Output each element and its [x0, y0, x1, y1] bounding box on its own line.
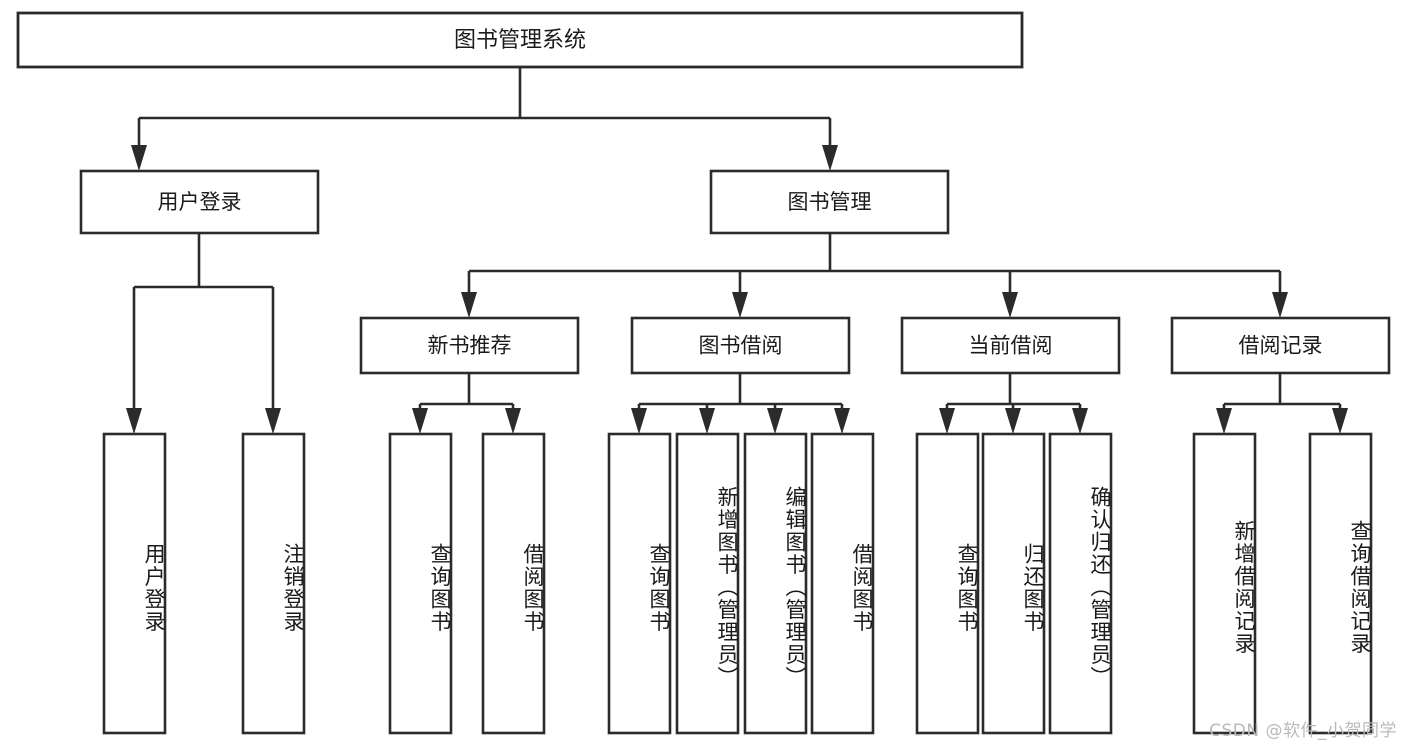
node-leaf-query-book-current[interactable]: [915, 432, 980, 735]
node-user-login[interactable]: 用户登录: [79, 169, 320, 235]
node-box-leaf-edit-book-admin: [743, 432, 808, 735]
arrow-head-icon: [767, 408, 783, 434]
node-leaf-edit-book-admin[interactable]: [743, 432, 808, 735]
node-box-leaf-add-book-admin: [675, 432, 740, 735]
node-leaf-confirm-return-admin[interactable]: [1048, 432, 1113, 735]
arrow-head-icon: [131, 145, 147, 171]
node-box-book-borrow: [630, 316, 851, 375]
node-new-book-rec[interactable]: 新书推荐: [359, 316, 580, 375]
node-box-leaf-return-book: [981, 432, 1046, 735]
node-leaf-add-book-admin[interactable]: [675, 432, 740, 735]
arrow-head-icon: [1002, 292, 1018, 318]
node-leaf-query-borrow-record[interactable]: [1308, 432, 1373, 735]
arrow-head-icon: [505, 408, 521, 434]
connectors-layer: [126, 67, 1348, 434]
node-label-current-borrow: 当前借阅: [969, 334, 1053, 358]
node-box-leaf-query-book-current: [915, 432, 980, 735]
arrow-head-icon: [1216, 408, 1232, 434]
node-box-new-book-rec: [359, 316, 580, 375]
node-box-book-manage: [709, 169, 950, 235]
arrow-head-icon: [939, 408, 955, 434]
node-leaf-user-login[interactable]: [102, 432, 167, 735]
arrow-head-icon: [631, 408, 647, 434]
node-box-leaf-borrow-book-rec: [481, 432, 546, 735]
node-box-borrow-record: [1170, 316, 1391, 375]
arrow-head-icon: [1072, 408, 1088, 434]
node-box-leaf-add-borrow-record: [1192, 432, 1257, 735]
node-leaf-query-book-borrow[interactable]: [607, 432, 672, 735]
arrow-head-icon: [834, 408, 850, 434]
arrow-head-icon: [822, 145, 838, 171]
node-box-leaf-user-login: [102, 432, 167, 735]
node-label-root: 图书管理系统: [454, 28, 586, 53]
node-borrow-record[interactable]: 借阅记录: [1170, 316, 1391, 375]
node-book-borrow[interactable]: 图书借阅: [630, 316, 851, 375]
arrow-head-icon: [732, 292, 748, 318]
node-current-borrow[interactable]: 当前借阅: [900, 316, 1121, 375]
node-label-book-manage: 图书管理: [788, 190, 872, 214]
node-label-borrow-record: 借阅记录: [1239, 334, 1323, 358]
arrow-head-icon: [1332, 408, 1348, 434]
node-box-leaf-query-borrow-record: [1308, 432, 1373, 735]
node-box-root: [16, 11, 1024, 69]
node-leaf-return-book[interactable]: [981, 432, 1046, 735]
arrow-head-icon: [265, 408, 281, 434]
arrow-head-icon: [1005, 408, 1021, 434]
watermark-text: CSDN @软件_小贺同学: [1209, 721, 1397, 741]
node-box-user-login: [79, 169, 320, 235]
node-leaf-borrow-book-rec[interactable]: [481, 432, 546, 735]
node-label-new-book-rec: 新书推荐: [428, 334, 512, 358]
node-leaf-add-borrow-record[interactable]: [1192, 432, 1257, 735]
node-root[interactable]: 图书管理系统: [16, 11, 1024, 69]
node-leaf-user-logout[interactable]: [241, 432, 306, 735]
arrow-head-icon: [461, 292, 477, 318]
arrow-head-icon: [126, 408, 142, 434]
node-box-leaf-query-book-borrow: [607, 432, 672, 735]
node-leaf-borrow-book[interactable]: [810, 432, 875, 735]
node-box-current-borrow: [900, 316, 1121, 375]
node-label-user-login: 用户登录: [158, 190, 242, 214]
node-leaf-query-book-rec[interactable]: [388, 432, 453, 735]
node-book-manage[interactable]: 图书管理: [709, 169, 950, 235]
arrow-head-icon: [1272, 292, 1288, 318]
node-box-leaf-confirm-return-admin: [1048, 432, 1113, 735]
node-box-leaf-borrow-book: [810, 432, 875, 735]
arrow-head-icon: [412, 408, 428, 434]
arrow-head-icon: [699, 408, 715, 434]
node-box-leaf-query-book-rec: [388, 432, 453, 735]
node-box-leaf-user-logout: [241, 432, 306, 735]
node-label-book-borrow: 图书借阅: [699, 334, 783, 358]
